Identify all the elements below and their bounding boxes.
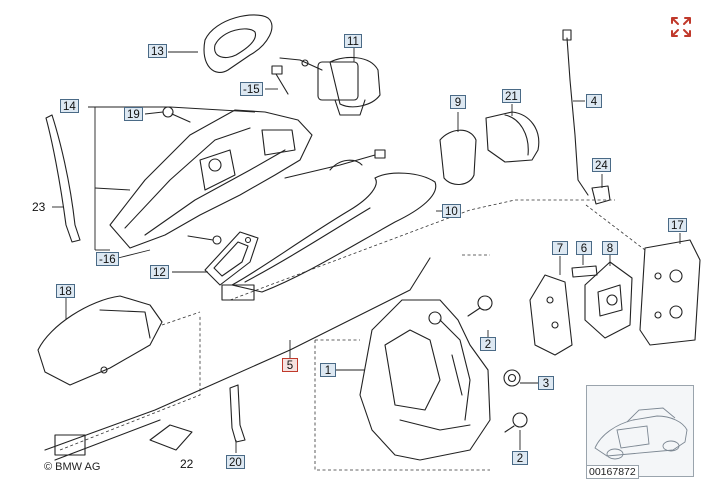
part-11-shape — [279, 56, 381, 116]
callout-1[interactable]: 1 — [320, 363, 336, 377]
part-12-shape — [204, 231, 259, 286]
callout-15[interactable]: -15 — [240, 82, 263, 96]
callout-24[interactable]: 24 — [592, 158, 611, 172]
part-18-shape — [37, 295, 163, 386]
part-22-shape — [149, 424, 193, 451]
label-23[interactable]: 23 — [32, 200, 46, 214]
callout-18[interactable]: 18 — [56, 284, 75, 298]
callout-19[interactable]: 19 — [124, 107, 143, 121]
callout-9[interactable]: 9 — [450, 95, 466, 109]
part-15-shape — [271, 65, 289, 95]
part-13-shape — [203, 14, 273, 73]
thumbnail-id: 00167872 — [586, 465, 639, 479]
callout-7[interactable]: 7 — [552, 241, 568, 255]
part-8-shape — [584, 261, 633, 339]
part-16-shape — [187, 235, 222, 245]
callout-20[interactable]: 20 — [226, 455, 245, 469]
part-1-shape — [359, 299, 491, 461]
part-6-shape — [571, 265, 598, 278]
part-24-shape — [591, 185, 611, 205]
callout-8[interactable]: 8 — [602, 241, 618, 255]
car-icon — [594, 407, 688, 460]
callout-16[interactable]: -16 — [96, 252, 119, 266]
callout-2-lower[interactable]: 2 — [512, 451, 528, 465]
part-17-shape — [639, 239, 701, 346]
part-3-shape — [503, 369, 521, 387]
callout-21[interactable]: 21 — [502, 89, 521, 103]
callout-12[interactable]: 12 — [150, 265, 169, 279]
copyright-text: © BMW AG — [44, 461, 101, 473]
part-14-shape — [109, 109, 313, 249]
label-22[interactable]: 22 — [180, 457, 194, 471]
expand-arrows-icon[interactable] — [670, 16, 692, 38]
callout-11[interactable]: 11 — [344, 34, 362, 48]
part-19-shape — [162, 106, 191, 123]
part-20-shape — [229, 384, 246, 443]
cable-shape — [284, 149, 386, 179]
callout-6[interactable]: 6 — [576, 241, 592, 255]
vehicle-thumbnail — [586, 385, 694, 477]
part-2b-shape — [504, 412, 528, 433]
callout-10[interactable]: 10 — [442, 204, 461, 218]
callout-13[interactable]: 13 — [148, 44, 167, 58]
part-23-shape — [45, 114, 81, 243]
callout-5[interactable]: 5 — [282, 358, 298, 372]
part-7-shape — [529, 274, 573, 356]
callout-14[interactable]: 14 — [60, 99, 79, 113]
callout-2-upper[interactable]: 2 — [480, 337, 496, 351]
callout-4[interactable]: 4 — [586, 94, 602, 108]
part-21-shape — [485, 111, 540, 163]
part-10-shape — [221, 172, 437, 301]
callout-3[interactable]: 3 — [538, 376, 554, 390]
part-9-shape — [439, 129, 477, 185]
callout-17[interactable]: 17 — [668, 218, 687, 232]
part-4-shape — [562, 29, 589, 196]
part-2a-shape — [467, 295, 493, 317]
